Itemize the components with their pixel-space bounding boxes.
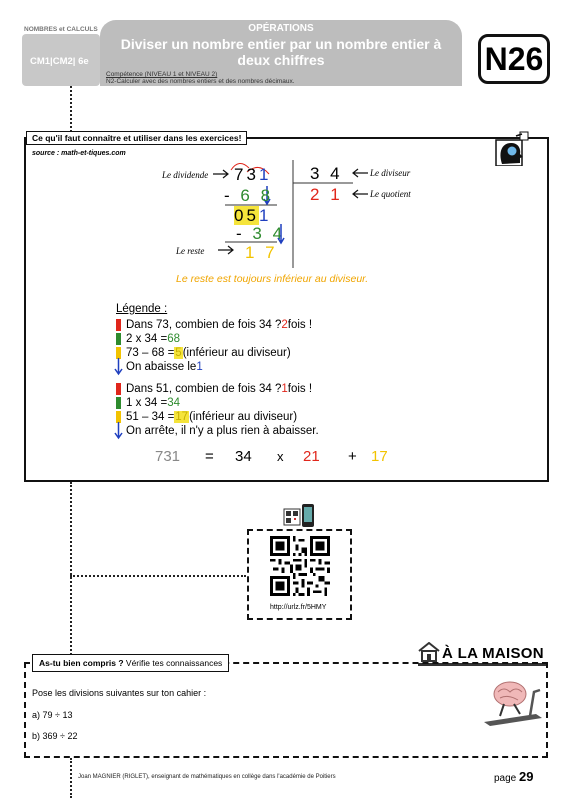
qr-box <box>247 529 352 620</box>
remainder-label: Le reste <box>176 246 205 256</box>
divisor-arrow <box>352 168 368 178</box>
section-label: OPÉRATIONS <box>248 23 314 34</box>
thinking-head-icon <box>495 131 529 166</box>
dotted-line-qr <box>70 575 246 577</box>
category-label: NOMBRES et CALCULS <box>24 26 98 33</box>
eq-remainder: 17 <box>371 448 388 465</box>
step1-subtraction: - 6 8 <box>224 186 274 205</box>
dotted-line-bottom <box>70 758 72 798</box>
sheet-code: N26 <box>478 34 550 84</box>
qr-url[interactable]: http://urlz.fr/5HMY <box>270 604 327 611</box>
eq-divisor: 34 <box>235 448 252 465</box>
eq-quotient: 21 <box>303 448 320 465</box>
title-tab <box>100 20 462 86</box>
exercise-a: a) 79 ÷ 13 <box>32 710 73 720</box>
footer-author: Joan MAGNIER (RIGLET), enseignant de mat… <box>78 774 336 780</box>
dotted-line-mid <box>70 482 72 662</box>
page-title: Diviser un nombre entier par un nombre e… <box>120 36 442 68</box>
down-arrow-2 <box>277 224 285 245</box>
lesson-heading: Ce qu'il faut connaître et utiliser dans… <box>26 131 248 145</box>
competence-label: Compétence (NIVEAU 1 et NIVEAU 2) <box>106 71 218 78</box>
legend-2-line-3: 51 – 34 = 17 (inférieur au diviseur) <box>116 411 297 423</box>
quotient-label: Le quotient <box>370 189 411 199</box>
legend-1-arrow <box>114 358 123 376</box>
legend-2-line-1: Dans 51, combien de fois 34 ? 1 fois ! <box>116 383 312 395</box>
levels-label: CM1|CM2| 6e <box>30 56 89 67</box>
brain-treadmill-icon <box>484 681 542 726</box>
lesson-box <box>24 137 549 482</box>
eq-times: x <box>277 449 284 464</box>
legend-title: Légende : <box>116 303 168 315</box>
rule-text: Le reste est toujours inférieur au divis… <box>176 273 369 285</box>
divisor-digits: 3 4 <box>310 164 343 183</box>
page-number: page 29 <box>494 769 534 784</box>
remainder-digits: 1 7 <box>245 243 278 262</box>
home-title: À LA MAISON <box>442 645 544 662</box>
step2-digits: 051 <box>234 206 272 225</box>
remainder-arrow <box>218 245 234 255</box>
legend-1-line-3: 73 – 68 = 5 (inférieur au diviseur) <box>116 347 291 359</box>
dividend-label: Le dividende <box>162 170 209 180</box>
home-instruction: Pose les divisions suivantes sur ton cah… <box>32 688 207 698</box>
competence-text: N2-Calculer avec des nombres entiers et … <box>106 78 295 85</box>
quotient-digits: 2 1 <box>310 185 343 204</box>
legend-1-line-4: On abaisse le 1 <box>126 361 203 373</box>
division-lines <box>225 160 353 268</box>
check-understanding-label: As-tu bien compris ? Vérifie tes connais… <box>32 654 230 672</box>
down-arrow-1 <box>263 186 271 206</box>
eq-equals: = <box>205 448 214 465</box>
home-title-underline <box>418 663 548 666</box>
phone-scan-icon <box>283 504 314 527</box>
house-icon <box>418 642 440 662</box>
step3-subtraction: - 3 4 <box>236 224 286 243</box>
eq-plus: + <box>348 448 357 465</box>
qr-code-image[interactable] <box>270 536 330 596</box>
dividend-arrow <box>213 169 229 179</box>
dividend-digits: 731 <box>234 165 272 184</box>
quotient-arrow <box>352 189 368 199</box>
legend-2-arrow <box>114 422 123 440</box>
exercise-b: b) 369 ÷ 22 <box>32 731 78 741</box>
home-box <box>24 662 548 758</box>
levels-bar <box>22 34 100 86</box>
legend-1-line-2: 2 x 34 = 68 <box>116 333 180 345</box>
legend-2-line-4: On arrête, il n'y a plus rien à abaisser… <box>126 425 319 437</box>
legend-1-line-1: Dans 73, combien de fois 34 ? 2 fois ! <box>116 319 312 331</box>
eq-dividend: 731 <box>155 448 181 465</box>
dotted-line-top <box>70 86 72 136</box>
divisor-label: Le diviseur <box>370 168 411 178</box>
lesson-source: source : math-et-tiques.com <box>32 150 126 157</box>
legend-2-line-2: 1 x 34 = 34 <box>116 397 180 409</box>
